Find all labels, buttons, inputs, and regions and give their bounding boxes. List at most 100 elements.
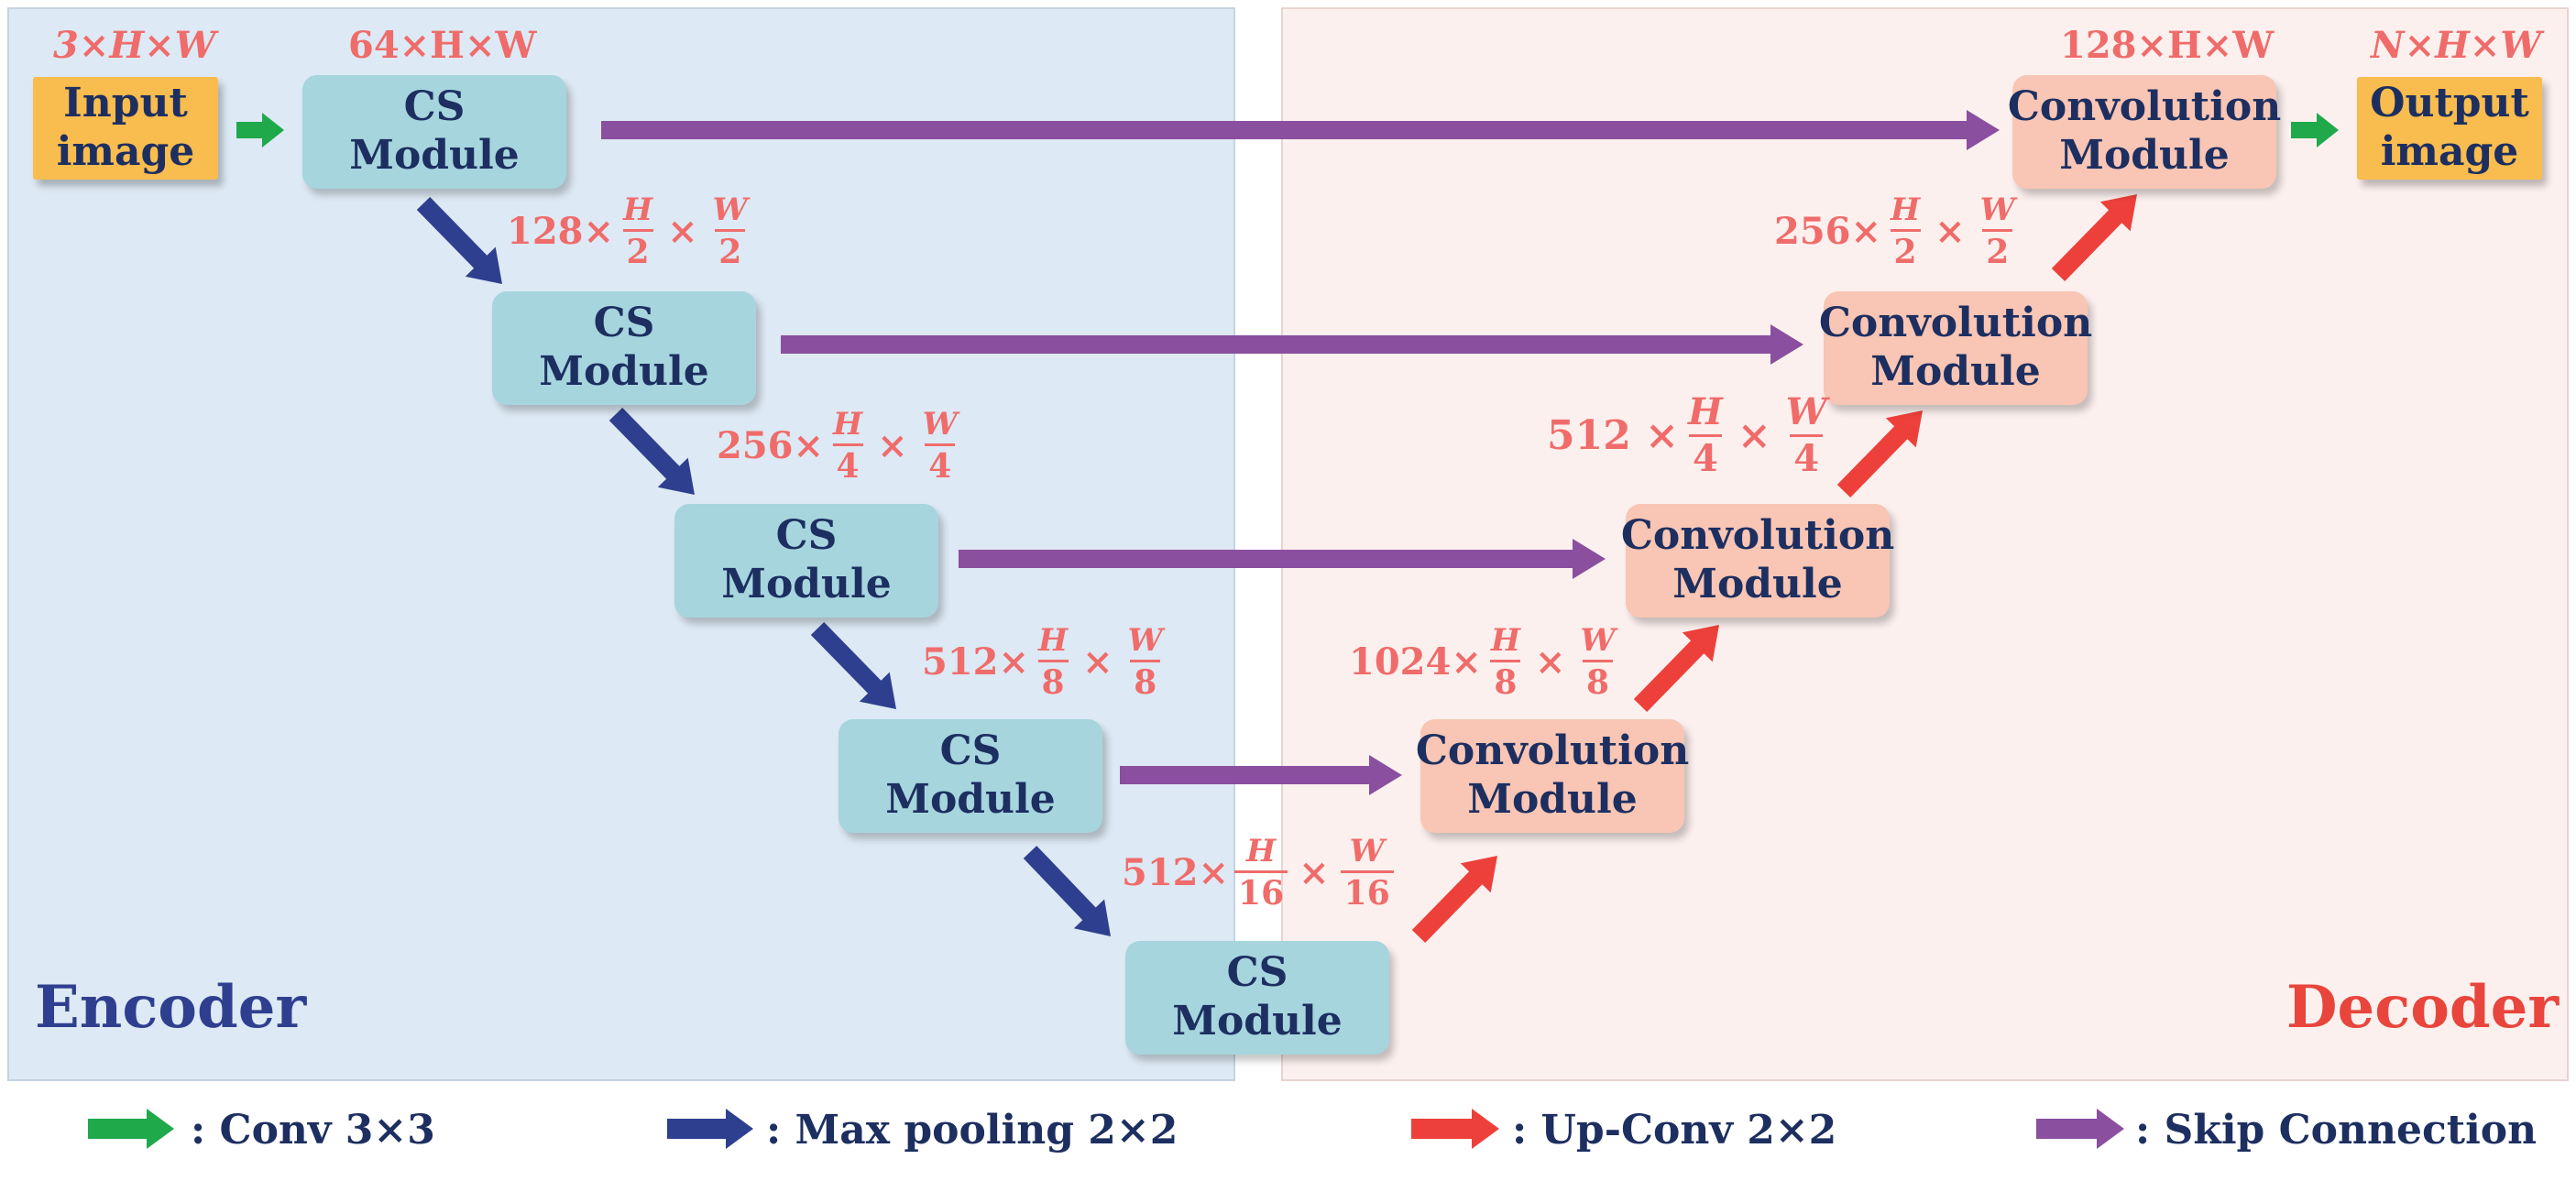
fraction-denominator: 16 — [1340, 870, 1394, 910]
output-image-box: Output image — [2357, 77, 2542, 180]
fraction-numerator: W — [712, 191, 748, 228]
convolution-module-4-dimension: 128×H×W — [2060, 24, 2275, 67]
cs-module-1-dimension: 64×H×W — [348, 24, 537, 67]
dimension-prefix: 512 × — [1547, 412, 1680, 459]
legend-skip-label: : Skip Connection — [2135, 1107, 2538, 1154]
fraction-denominator: 8 — [1490, 660, 1521, 699]
fraction-numerator: H — [1038, 622, 1069, 659]
cs-module-label-line1: CS — [593, 300, 655, 347]
fraction-denominator: 4 — [832, 443, 863, 483]
skip-arrow-1 — [601, 110, 2000, 150]
fraction-denominator: 8 — [1037, 660, 1069, 699]
fraction-numerator: H — [1246, 833, 1277, 869]
dimension-prefix: 256× — [717, 424, 825, 467]
convolution-module-label-line2: Module — [2059, 132, 2230, 179]
cs-module-2: CS Module — [492, 291, 756, 405]
fraction-denominator: 2 — [1982, 229, 2013, 268]
times-sign: × — [667, 210, 698, 253]
convolution-module-label-line2: Module — [1672, 561, 1843, 607]
fraction-numerator: W — [1349, 833, 1385, 869]
maxpool-arrow-2 — [608, 408, 695, 495]
convolution-module-label-line1: Convolution — [2007, 83, 2282, 131]
legend-green-arrow-icon — [88, 1109, 174, 1149]
times-sign: × — [877, 424, 908, 467]
skip-arrow-2 — [781, 324, 1803, 365]
convolution-module-label-line1: Convolution — [1415, 727, 1690, 775]
convolution-module-label-line1: Convolution — [1818, 300, 2093, 347]
input-image-box: Input image — [33, 77, 218, 180]
upconv-arrow-1 — [1411, 856, 1497, 943]
cs-module-label-line2: Module — [539, 348, 709, 395]
upconv-arrow-3 — [1836, 410, 1923, 498]
cs-module-1: CS Module — [302, 75, 566, 189]
dimension-prefix: 256× — [1774, 210, 1882, 253]
dimension-prefix: 1024× — [1349, 640, 1482, 683]
cs-module-label-line1: CS — [939, 727, 1002, 775]
input-dimension: 3×H×W — [53, 24, 216, 67]
legend-purple-arrow-icon — [2036, 1109, 2124, 1149]
skip-arrow-4 — [1120, 755, 1402, 795]
cs-module-label-line1: CS — [775, 512, 838, 560]
fraction-numerator: W — [922, 406, 958, 443]
fraction-numerator: H — [623, 191, 653, 228]
times-sign: × — [1737, 412, 1771, 459]
upconv-arrow-2 — [1633, 625, 1719, 712]
maxpool-arrow-4 — [1023, 846, 1111, 936]
encoder-panel — [7, 7, 1235, 1081]
fraction-numerator: H — [1891, 191, 1921, 228]
upconv-arrow-4 — [2051, 194, 2137, 281]
encoder-label: Encoder — [35, 973, 307, 1042]
times-sign: × — [1534, 640, 1566, 683]
fraction-numerator: W — [1580, 622, 1616, 659]
input-image-label-line2: image — [56, 128, 195, 175]
convolution-module-4: Convolution Module — [2008, 75, 2281, 189]
output-dimension: N×H×W — [2371, 24, 2542, 67]
legend-upconv-label: : Up-Conv 2×2 — [1512, 1107, 1837, 1154]
decoder-panel — [1281, 7, 2569, 1081]
fraction-denominator: 4 — [1790, 434, 1824, 477]
times-sign: × — [1935, 210, 1966, 253]
cs-module-5: CS Module — [1125, 941, 1389, 1055]
input-image-label-line1: Input — [63, 80, 188, 127]
decoder-label: Decoder — [2286, 973, 2560, 1042]
fraction-numerator: W — [1127, 622, 1163, 659]
convolution-module-2: Convolution Module — [1621, 504, 1894, 618]
fraction-numerator: W — [1785, 390, 1827, 433]
conv3x3-arrow-input — [236, 113, 284, 148]
convolution-module-1: Convolution Module — [1416, 719, 1689, 833]
fraction-denominator: 4 — [1689, 434, 1722, 477]
cs-module-label-line2: Module — [1172, 998, 1343, 1044]
cs-module-4: CS Module — [839, 719, 1102, 833]
maxpool-arrow-3 — [810, 622, 896, 709]
fraction-denominator: 4 — [925, 443, 956, 483]
fraction-denominator: 8 — [1130, 660, 1161, 699]
fraction-denominator: 8 — [1583, 660, 1614, 699]
fraction-denominator: 2 — [1890, 229, 1921, 268]
fraction-denominator: 2 — [715, 229, 746, 268]
fraction-numerator: H — [1688, 390, 1723, 433]
dimension-prefix: 512× — [1122, 851, 1230, 894]
legend-maxpool-label: : Max pooling 2×2 — [766, 1107, 1178, 1154]
output-image-label-line2: image — [2380, 128, 2519, 175]
cs-module-label-line2: Module — [721, 561, 892, 607]
convolution-module-3: Convolution Module — [1819, 291, 2092, 405]
fraction-numerator: W — [1979, 191, 2015, 228]
